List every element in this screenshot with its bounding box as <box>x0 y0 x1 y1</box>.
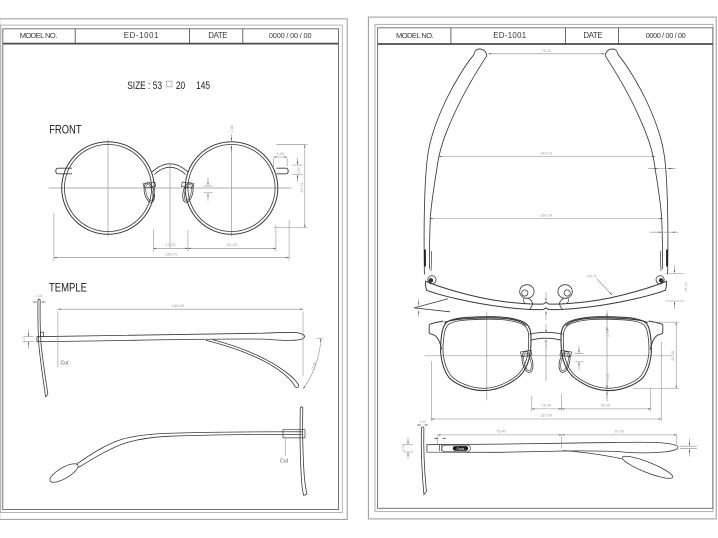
svg-text:15.00: 15.00 <box>311 362 317 371</box>
svg-text:DATE: DATE <box>208 31 227 40</box>
svg-text:51.72: 51.72 <box>299 182 304 193</box>
svg-text:136.71: 136.71 <box>165 252 178 257</box>
svg-text:0000 / 00 / 00: 0000 / 00 / 00 <box>269 31 312 40</box>
svg-text:20: 20 <box>176 80 186 92</box>
svg-text:137.00: 137.00 <box>540 414 552 418</box>
svg-text:70.11: 70.11 <box>542 48 552 53</box>
svg-text:4.03: 4.03 <box>277 151 286 156</box>
svg-text:50.00: 50.00 <box>601 403 611 407</box>
svg-text:3.50: 3.50 <box>401 444 405 450</box>
svg-text:Cut: Cut <box>61 361 70 367</box>
svg-text:MODEL NO.: MODEL NO. <box>20 31 58 40</box>
svg-text:145: 145 <box>196 80 210 92</box>
svg-text:TEMPLE: TEMPLE <box>49 280 87 294</box>
svg-text:143.14: 143.14 <box>540 150 553 155</box>
svg-text:4.00: 4.00 <box>22 336 26 343</box>
svg-text:16.14: 16.14 <box>684 283 688 292</box>
svg-text:16.40: 16.40 <box>542 403 552 407</box>
svg-text:139.24: 139.24 <box>540 212 553 217</box>
svg-text:1.40: 1.40 <box>419 420 425 424</box>
svg-text:ED-1001: ED-1001 <box>124 31 159 40</box>
svg-text:145.00: 145.00 <box>172 303 185 308</box>
svg-text:67.00: 67.00 <box>615 430 625 434</box>
svg-text:FRONT: FRONT <box>49 123 82 137</box>
svg-text:17.20: 17.20 <box>165 242 176 247</box>
svg-text:52.20: 52.20 <box>227 242 238 247</box>
svg-text:SIZE : 53: SIZE : 53 <box>127 80 162 92</box>
svg-text:MODEL NO.: MODEL NO. <box>396 31 434 40</box>
svg-text:42.00: 42.00 <box>670 350 675 361</box>
svg-text:Cut: Cut <box>280 459 289 465</box>
svg-text:DATE: DATE <box>583 31 602 40</box>
svg-text:2.00: 2.00 <box>229 124 234 133</box>
svg-text:1.75: 1.75 <box>606 330 610 337</box>
svg-text:ED-1001: ED-1001 <box>493 31 526 40</box>
svg-text:0000 / 00 / 00: 0000 / 00 / 00 <box>646 31 686 40</box>
svg-text:R0.70: R0.70 <box>587 275 597 279</box>
svg-text:75.40: 75.40 <box>496 430 506 434</box>
svg-text:Parts: Parts <box>456 447 464 451</box>
svg-text:4.00: 4.00 <box>297 167 301 173</box>
svg-text:6.96: 6.96 <box>606 374 610 381</box>
svg-text:1.40: 1.40 <box>36 294 43 298</box>
